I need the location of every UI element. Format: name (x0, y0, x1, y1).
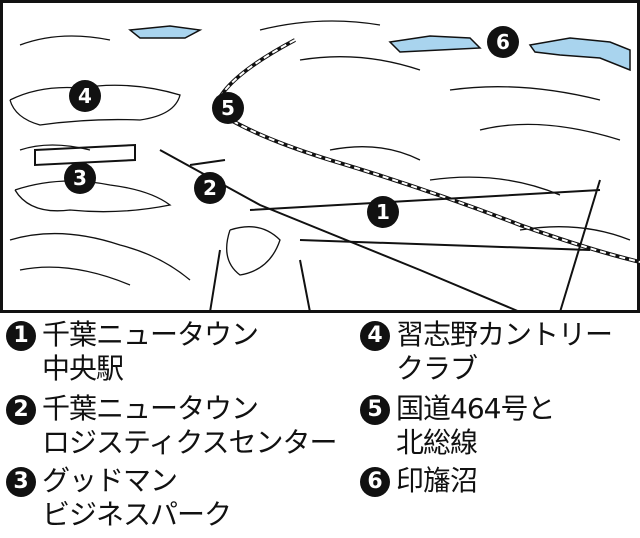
legend-number: 3 (6, 467, 36, 497)
marker-4: 4 (69, 80, 101, 112)
legend-number: 5 (360, 395, 390, 425)
legend-label: 国道464号と (396, 392, 555, 425)
legend-number: 6 (360, 467, 390, 497)
marker-2: 2 (194, 172, 226, 204)
legend-label: 習志野カントリー (396, 318, 613, 351)
svg-text:1: 1 (376, 200, 390, 224)
svg-text:6: 6 (496, 30, 510, 54)
marker-6: 6 (487, 26, 519, 58)
map-illustration: 1 2 3 4 5 6 (0, 0, 640, 313)
legend-label: クラブ (396, 352, 478, 385)
legend-number: 2 (6, 395, 36, 425)
svg-text:4: 4 (78, 84, 92, 108)
legend-label: 北総線 (396, 426, 478, 459)
svg-text:3: 3 (73, 166, 87, 190)
marker-1: 1 (367, 196, 399, 228)
legend-label: 千葉ニュータウン (42, 318, 259, 351)
legend-label: グッドマン (42, 464, 178, 497)
marker-3: 3 (64, 162, 96, 194)
svg-text:5: 5 (221, 96, 235, 120)
legend-item-3: 3 グッドマンビジネスパーク (6, 464, 232, 532)
legend-label: 印旛沼 (396, 464, 478, 497)
legend-item-4: 4 習志野カントリークラブ (360, 318, 613, 386)
lake-inba (128, 25, 631, 72)
map-markers: 1 2 3 4 5 6 (64, 26, 519, 228)
legend-label: ビジネスパーク (42, 498, 232, 531)
legend-label: ロジスティクスセンター (42, 426, 337, 459)
legend-label: 中央駅 (42, 352, 124, 385)
legend-item-2: 2 千葉ニュータウンロジスティクスセンター (6, 392, 337, 460)
legend-item-6: 6 印旛沼 (360, 464, 478, 498)
legend-label: 千葉ニュータウン (42, 392, 259, 425)
legend-number: 4 (360, 321, 390, 351)
legend-number: 1 (6, 321, 36, 351)
marker-5: 5 (212, 92, 244, 124)
legend-item-5: 5 国道464号と北総線 (360, 392, 555, 460)
legend-item-1: 1 千葉ニュータウン中央駅 (6, 318, 259, 386)
svg-text:2: 2 (203, 176, 217, 200)
